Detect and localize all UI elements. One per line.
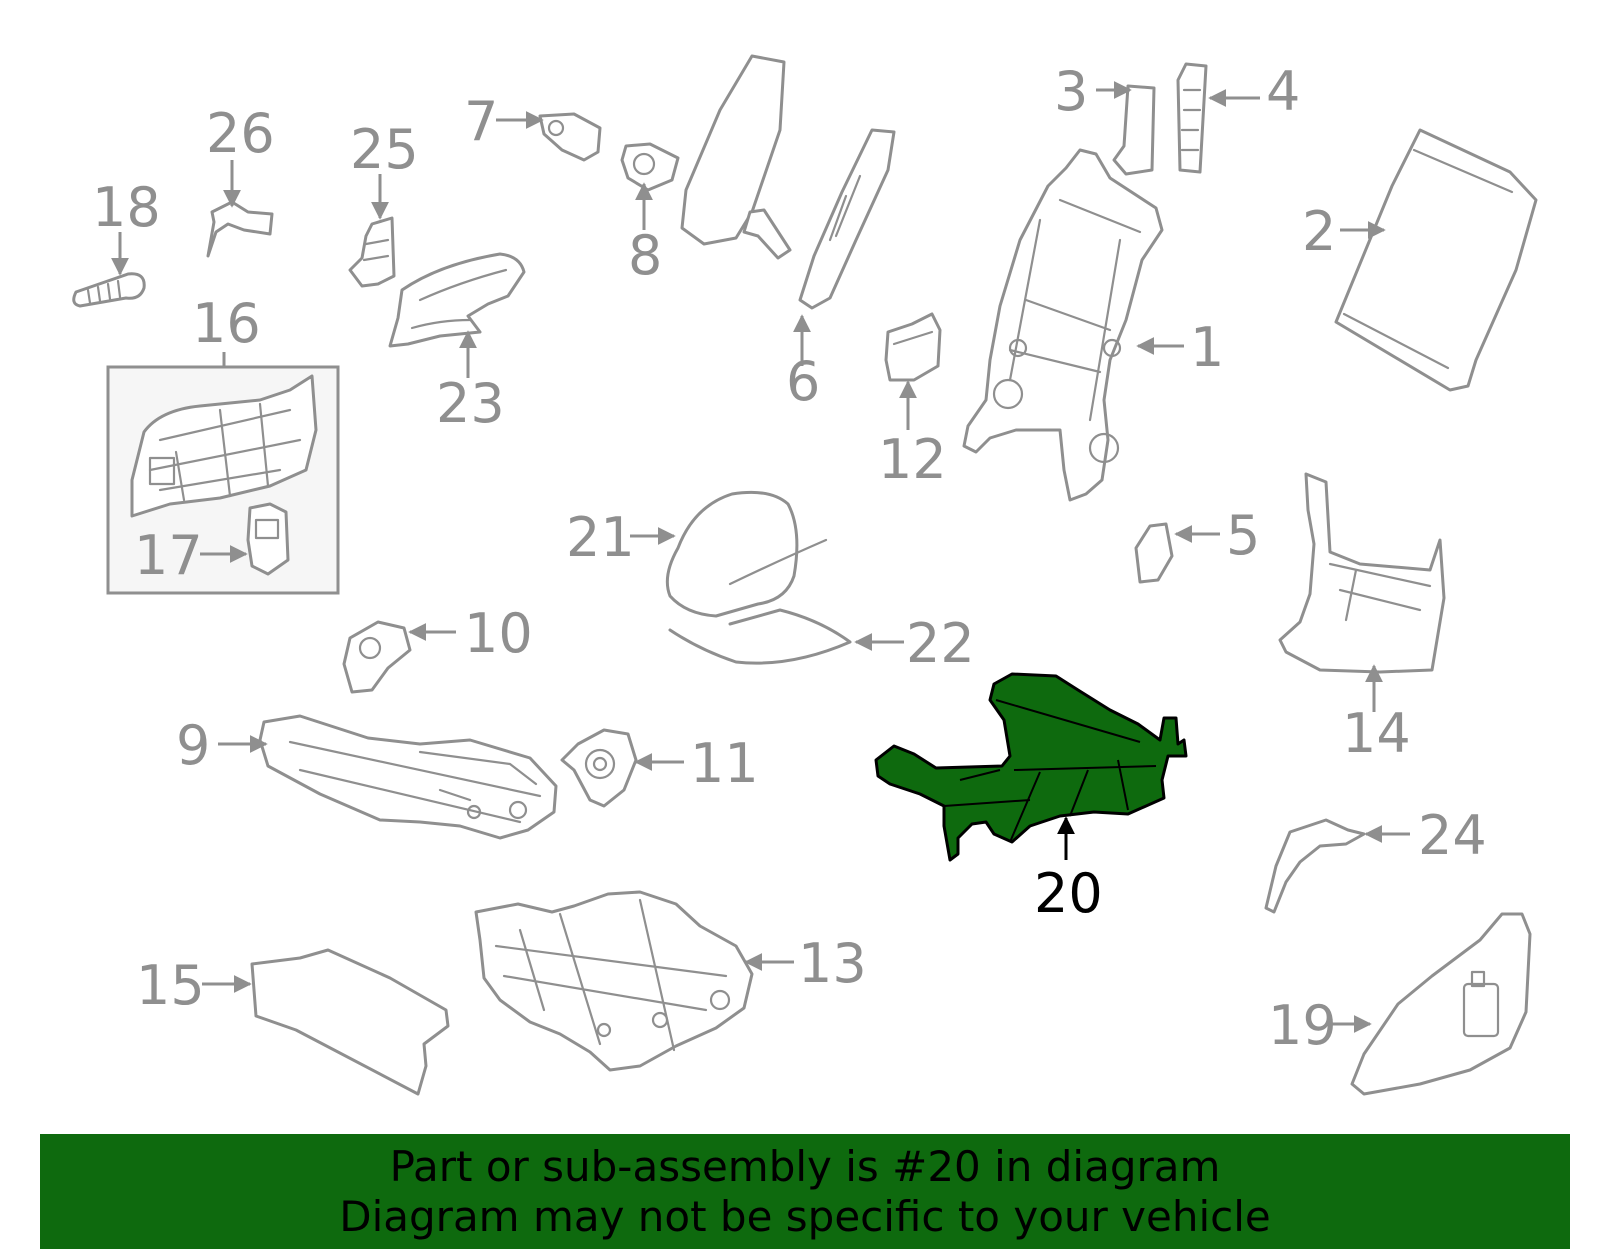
svg-text:15: 15	[136, 954, 205, 1017]
part-5-switch[interactable]	[1134, 522, 1174, 584]
callout-24: 24	[1364, 804, 1487, 867]
part-17-switch[interactable]	[246, 502, 290, 576]
callout-25: 25	[350, 118, 419, 220]
callout-3: 3	[1054, 60, 1132, 123]
part-3-trim[interactable]	[1112, 84, 1156, 176]
svg-text:14: 14	[1342, 702, 1411, 765]
callout-5: 5	[1174, 504, 1260, 567]
part-2-pad[interactable]	[1334, 128, 1538, 392]
callout-19: 19	[1268, 994, 1372, 1057]
part-8-cap[interactable]	[620, 142, 680, 192]
callout-18: 18	[92, 176, 161, 276]
callout-6: 6	[786, 314, 820, 413]
svg-text:10: 10	[464, 602, 533, 665]
part-23-cover[interactable]	[388, 252, 526, 348]
callout-8: 8	[628, 182, 662, 287]
part-12-cover[interactable]	[884, 312, 942, 382]
svg-text:4: 4	[1266, 60, 1300, 123]
callout-1: 1	[1136, 316, 1224, 379]
part-7-bracket[interactable]	[538, 112, 602, 162]
svg-text:2: 2	[1302, 200, 1336, 263]
callout-4: 4	[1208, 60, 1300, 123]
callout-26: 26	[206, 102, 275, 208]
part-9-rail[interactable]	[258, 714, 558, 840]
callout-15: 15	[136, 954, 252, 1017]
svg-text:7: 7	[464, 90, 498, 153]
callout-13: 13	[744, 932, 867, 995]
part-25-clip[interactable]	[348, 216, 396, 288]
svg-text:23: 23	[436, 372, 505, 435]
svg-text:12: 12	[878, 428, 947, 491]
callout-21: 21	[566, 506, 676, 569]
part-20-highlighted[interactable]	[874, 672, 1188, 862]
svg-text:19: 19	[1268, 994, 1337, 1057]
part-14-shield[interactable]	[1278, 472, 1446, 674]
callout-17: 17	[134, 524, 248, 587]
part-11-recliner[interactable]	[560, 728, 638, 808]
info-banner: Part or sub-assembly is #20 in diagram D…	[40, 1134, 1570, 1249]
part-4-trim[interactable]	[1176, 62, 1208, 174]
svg-text:8: 8	[628, 224, 662, 287]
callout-22: 22	[854, 612, 975, 675]
part-24-cover[interactable]	[1264, 818, 1366, 914]
svg-text:1: 1	[1190, 316, 1224, 379]
part-backrest-panel[interactable]	[680, 54, 792, 260]
svg-text:26: 26	[206, 102, 275, 165]
callout-23: 23	[436, 330, 505, 435]
part-6-rail[interactable]	[798, 128, 896, 310]
svg-text:9: 9	[176, 714, 210, 777]
svg-text:24: 24	[1418, 804, 1487, 867]
svg-text:3: 3	[1054, 60, 1088, 123]
part-21-wire[interactable]	[665, 490, 828, 618]
svg-text:25: 25	[350, 118, 419, 181]
part-15-cover[interactable]	[250, 948, 450, 1096]
part-19-cover[interactable]	[1350, 912, 1532, 1096]
callout-9: 9	[176, 714, 268, 777]
callout-11: 11	[634, 732, 759, 795]
callout-2: 2	[1302, 200, 1386, 263]
part-18-handle[interactable]	[72, 272, 146, 308]
callout-10: 10	[408, 602, 533, 665]
callout-12: 12	[878, 380, 947, 491]
callout-20: 20	[1034, 816, 1103, 925]
part-22-wire[interactable]	[668, 608, 852, 665]
svg-text:5: 5	[1226, 504, 1260, 567]
part-26-bracket[interactable]	[206, 200, 274, 258]
svg-text:21: 21	[566, 506, 635, 569]
callout-16: 16	[192, 292, 261, 368]
svg-text:11: 11	[690, 732, 759, 795]
svg-text:16: 16	[192, 292, 261, 355]
banner-line-2: Diagram may not be specific to your vehi…	[339, 1192, 1271, 1241]
svg-text:22: 22	[906, 612, 975, 675]
banner-line-1: Part or sub-assembly is #20 in diagram	[389, 1142, 1221, 1191]
part-1-back-frame[interactable]	[962, 148, 1164, 502]
svg-text:20: 20	[1034, 862, 1103, 925]
callout-7: 7	[464, 90, 544, 153]
svg-text:13: 13	[798, 932, 867, 995]
svg-text:17: 17	[134, 524, 203, 587]
part-10-mechanism[interactable]	[342, 620, 412, 694]
svg-text:6: 6	[786, 350, 820, 413]
part-13-lower-frame[interactable]	[474, 890, 754, 1072]
callout-14: 14	[1342, 664, 1411, 765]
svg-text:18: 18	[92, 176, 161, 239]
